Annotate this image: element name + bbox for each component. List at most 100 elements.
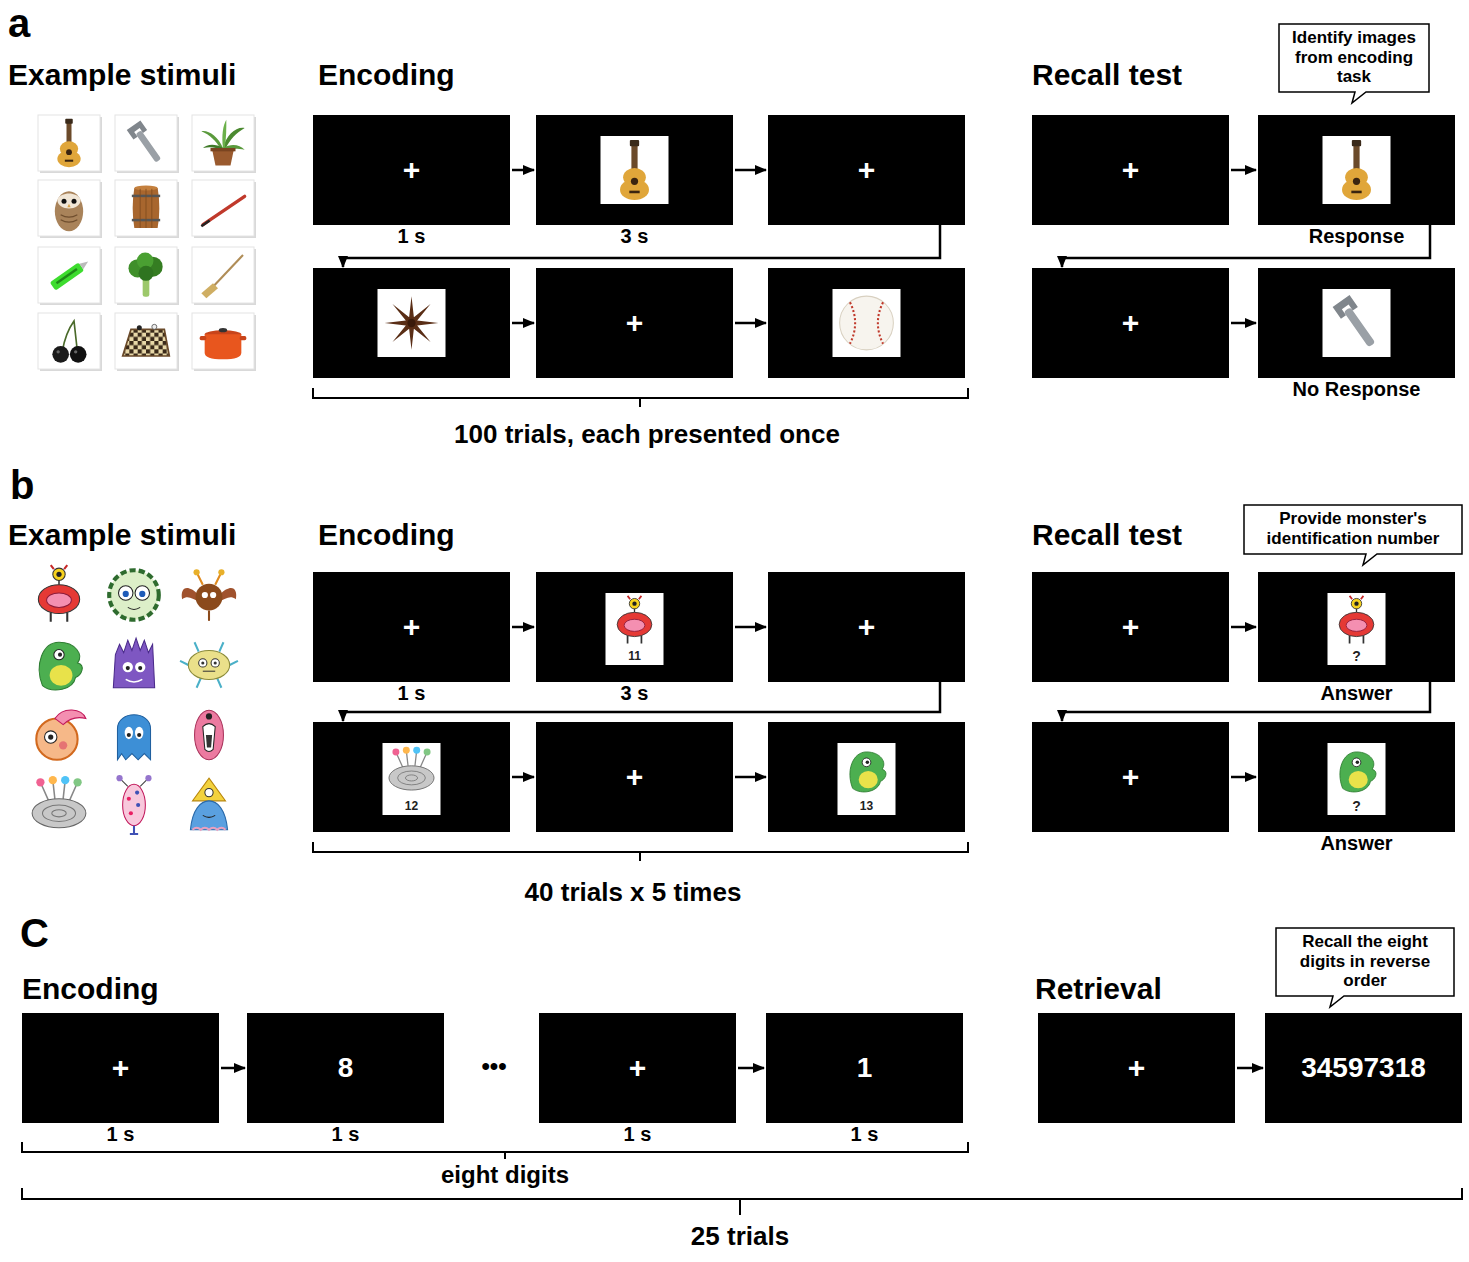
screen-caption: 1 s — [621, 1123, 655, 1146]
chessboard-image — [123, 324, 170, 356]
screen-box: No Response — [1258, 268, 1455, 378]
screen-box: Response — [1258, 115, 1455, 225]
screen-box: +1 s — [539, 1013, 736, 1123]
label-holder: 40 trials x 5 times — [525, 878, 742, 908]
bracket — [313, 842, 968, 861]
image-frame — [1328, 743, 1386, 815]
screen-box: + — [1032, 572, 1229, 682]
bracket-caption: 25 trials — [691, 1222, 789, 1252]
monster-image — [39, 642, 82, 690]
flow-arrow — [735, 626, 766, 629]
pot-image — [200, 328, 247, 359]
screen-box: 11 s — [766, 1013, 963, 1123]
screen-box: 13 — [768, 722, 965, 832]
tile-shadow — [117, 117, 179, 173]
wrench-image — [127, 120, 166, 165]
monster-image — [389, 747, 434, 790]
callout-outline — [1244, 505, 1462, 565]
section-heading: Encoding — [318, 518, 455, 553]
screen-box: 3 s — [536, 115, 733, 225]
screen-symbol: + — [403, 155, 421, 185]
flow-arrow — [1237, 1067, 1263, 1070]
cutter-image — [50, 258, 91, 291]
screen-caption: 1 s — [104, 1123, 138, 1146]
screen-caption: Response — [1306, 225, 1408, 248]
screen-symbol: + — [112, 1053, 130, 1083]
screen-box: 34597318 — [1265, 1013, 1462, 1123]
screen-box: +1 s — [22, 1013, 219, 1123]
label-holder: Encoding — [22, 972, 159, 1007]
image-frame — [1323, 289, 1391, 357]
screen-box: + — [1032, 722, 1229, 832]
monster-image — [113, 638, 154, 688]
tile-shadow — [40, 249, 102, 305]
screen-box: + — [1032, 268, 1229, 378]
screen-box — [768, 268, 965, 378]
flow-arrow — [343, 225, 940, 267]
monster-image — [1340, 752, 1376, 792]
monster-image — [36, 710, 86, 760]
callout-text: Provide monster's identification number — [1250, 509, 1456, 548]
tile-shadow — [117, 249, 179, 305]
label-holder: Encoding — [318, 58, 455, 93]
tile-shadow — [194, 182, 256, 238]
callout-outline — [1279, 24, 1429, 103]
stimulus-tile — [115, 247, 177, 303]
callout-outline — [1276, 928, 1454, 1007]
screen-box — [313, 268, 510, 378]
image-frame — [1323, 136, 1391, 204]
flow-arrow — [1231, 626, 1256, 629]
screen-symbol: + — [858, 155, 876, 185]
screen-caption: 1 s — [848, 1123, 882, 1146]
tile-shadow — [40, 117, 102, 173]
guitar-image — [57, 119, 80, 167]
section-heading: Encoding — [22, 972, 159, 1007]
monster-image — [117, 715, 150, 760]
monster-image — [1339, 596, 1374, 644]
screen-symbol: + — [629, 1053, 647, 1083]
flow-arrow — [735, 169, 766, 172]
section-heading: Example stimuli — [8, 518, 236, 553]
section-heading: Retrieval — [1035, 972, 1162, 1007]
section-heading: Recall test — [1032, 58, 1182, 93]
image-frame — [833, 289, 901, 357]
star-anise-image — [385, 296, 439, 350]
monster-image — [850, 752, 886, 792]
screen-symbol: + — [626, 308, 644, 338]
screen-symbol: + — [1128, 1053, 1146, 1083]
section-heading: Recall test — [1032, 518, 1182, 553]
bracket-caption: 100 trials, each presented once — [454, 420, 840, 450]
stimulus-tile — [38, 247, 100, 303]
bracket — [22, 1142, 968, 1159]
screen-symbol: + — [1122, 612, 1140, 642]
label-holder: Example stimuli — [8, 518, 236, 553]
flow-arrow — [221, 1067, 245, 1070]
tile-shadow — [194, 315, 256, 371]
monster-image — [180, 642, 238, 687]
label-holder: Encoding — [318, 518, 455, 553]
image-frame — [838, 743, 896, 815]
stimulus-tile — [115, 115, 177, 171]
screen-caption: 3 s — [618, 225, 652, 248]
flow-arrow — [512, 169, 534, 172]
flow-arrow — [735, 776, 766, 779]
tile-shadow — [194, 117, 256, 173]
id-number: 11 — [628, 649, 641, 663]
baseball-image — [840, 296, 894, 350]
monster-image — [109, 570, 159, 620]
label-holder: a — [8, 0, 30, 46]
owl-image — [55, 191, 83, 231]
stimulus-tile — [192, 247, 254, 303]
monster-stimuli-grid — [32, 565, 238, 834]
id-prompt: ? — [1352, 799, 1361, 813]
callout-text: Identify images from encoding task — [1285, 28, 1423, 87]
monster-image — [195, 710, 224, 760]
monster-image — [32, 776, 86, 828]
screen-symbol: + — [1122, 155, 1140, 185]
stimulus-tile — [38, 180, 100, 236]
image-frame — [1328, 593, 1386, 665]
cherries-image — [52, 321, 86, 363]
monster-image — [116, 775, 151, 834]
flow-arrow — [512, 776, 534, 779]
